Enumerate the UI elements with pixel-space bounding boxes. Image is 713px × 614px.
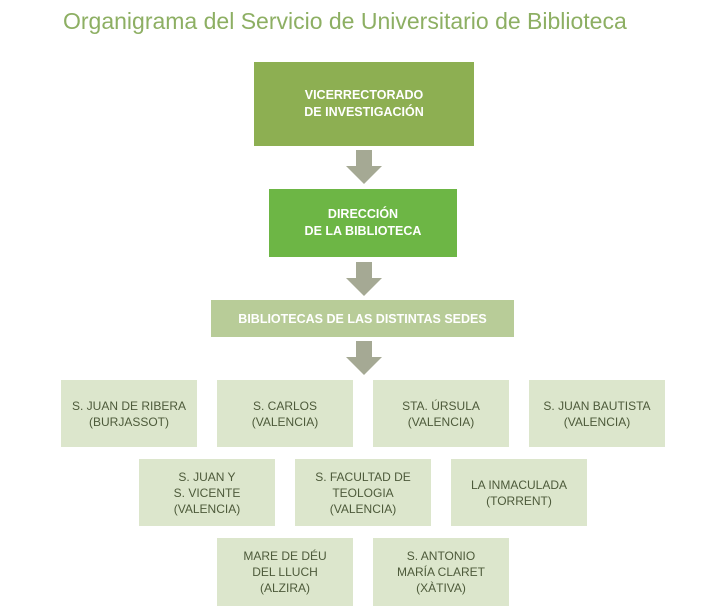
site-facultad-teologia: S. FACULTAD DE TEOLOGIA (VALENCIA) xyxy=(295,459,431,526)
vicerrectorado-box: VICERRECTORADO DE INVESTIGACIÓN xyxy=(254,62,474,146)
arrow-down-icon xyxy=(346,150,382,184)
arrow-down-icon xyxy=(346,341,382,375)
arrow-down-icon xyxy=(346,262,382,296)
site-antonio-claret: S. ANTONIO MARÍA CLARET (XÀTIVA) xyxy=(373,538,509,606)
site-juan-y-vicente: S. JUAN Y S. VICENTE (VALENCIA) xyxy=(139,459,275,526)
site-ursula: STA. ÚRSULA (VALENCIA) xyxy=(373,380,509,447)
direccion-box: DIRECCIÓN DE LA BIBLIOTECA xyxy=(269,189,457,257)
page-title: Organigrama del Servicio de Universitari… xyxy=(63,8,627,34)
site-mare-de-deu: MARE DE DÉU DEL LLUCH (ALZIRA) xyxy=(217,538,353,606)
site-juan-bautista: S. JUAN BAUTISTA (VALENCIA) xyxy=(529,380,665,447)
site-carlos: S. CARLOS (VALENCIA) xyxy=(217,380,353,447)
sedes-box: BIBLIOTECAS DE LAS DISTINTAS SEDES xyxy=(211,300,514,337)
site-juan-de-ribera: S. JUAN DE RIBERA (BURJASSOT) xyxy=(61,380,197,447)
site-inmaculada: LA INMACULADA (TORRENT) xyxy=(451,459,587,526)
